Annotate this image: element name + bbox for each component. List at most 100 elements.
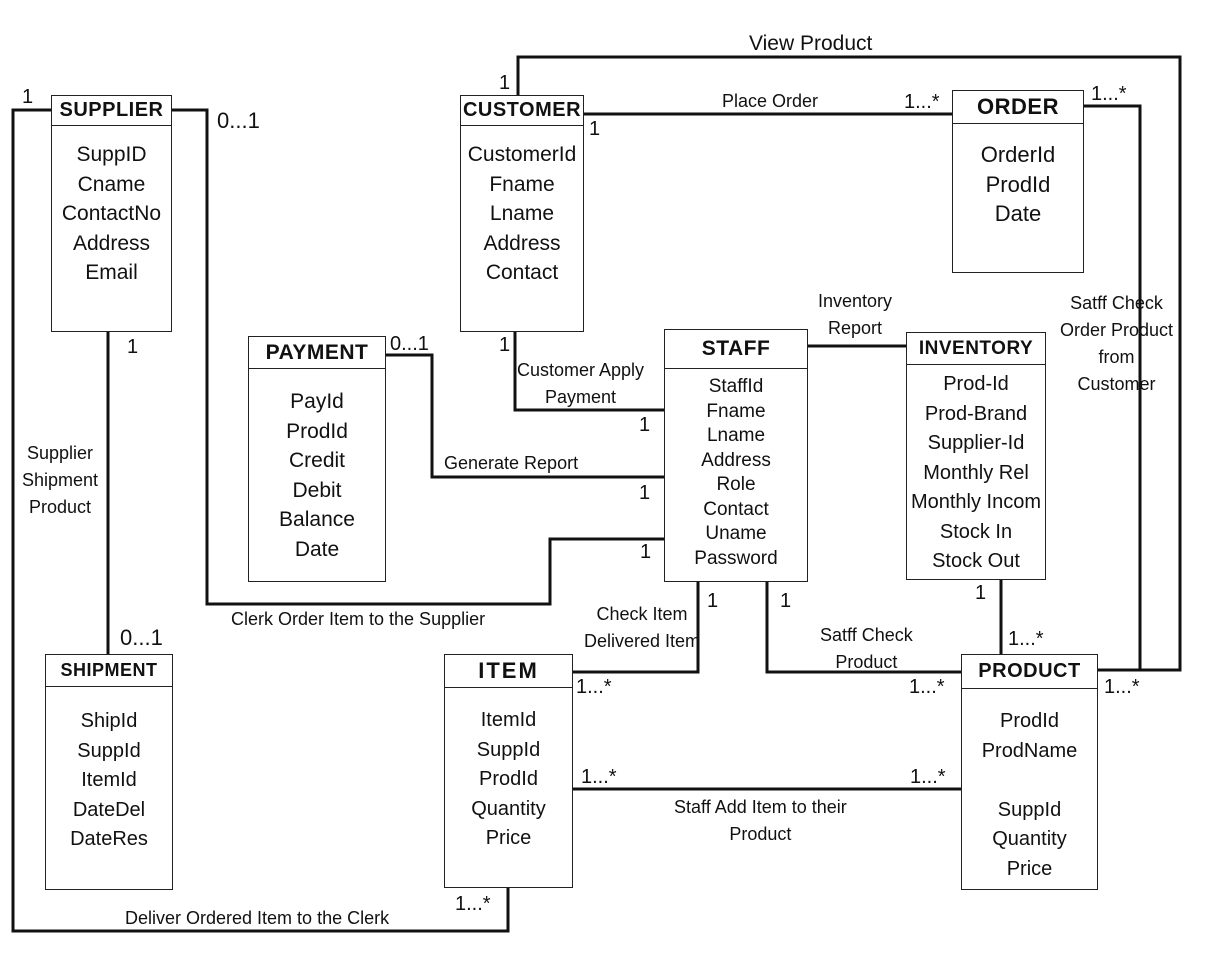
staff-attributes: StaffId Fname Lname Address Role Contact… — [665, 369, 807, 571]
label-line: Product — [835, 652, 898, 672]
multiplicity-label: 1 — [22, 86, 34, 108]
multiplicity-label: 1 — [127, 336, 139, 358]
payment-title: PAYMENT — [249, 337, 385, 369]
item-attr: ProdId — [479, 768, 538, 790]
product-attributes: ProdId ProdName SuppId Quantity Price — [962, 689, 1097, 884]
customer-attr: CustomerId — [467, 143, 577, 166]
multiplicity-label: 1 — [499, 334, 511, 356]
payment-attr: PayId — [290, 390, 344, 413]
shipment-attr: ItemId — [81, 769, 137, 791]
customer-attr: Lname — [489, 202, 555, 225]
shipment-title: SHIPMENT — [46, 655, 172, 687]
item-attr: Quantity — [471, 797, 546, 820]
supplier-entity: SUPPLIER SuppID Cname ContactNo Address … — [51, 95, 172, 332]
staff-check-product-label: Satff Check Product — [820, 622, 913, 676]
check-item-line — [573, 582, 700, 674]
label-line: Inventory — [818, 291, 893, 311]
clerk-order-line — [172, 108, 664, 606]
staff-add-item-label: Staff Add Item to their Product — [674, 794, 847, 848]
inventory-attr: Prod-Brand — [924, 402, 1028, 425]
staff-attr: Contact — [703, 498, 769, 520]
item-attr: SuppId — [476, 738, 541, 761]
customer-title: CUSTOMER — [461, 96, 583, 126]
inventory-attributes: Prod-Id Prod-Brand Supplier-Id Monthly R… — [907, 365, 1045, 577]
multiplicity-label: 1...* — [1104, 676, 1140, 698]
order-attr: Date — [994, 201, 1042, 226]
product-title: PRODUCT — [962, 655, 1097, 689]
shipment-attr: SuppId — [77, 739, 141, 762]
staff-attr: Uname — [705, 523, 767, 544]
item-attributes: ItemId SuppId ProdId Quantity Price — [445, 688, 572, 854]
product-attr: SuppId — [997, 798, 1062, 821]
label-line: Report — [828, 318, 883, 338]
customer-apply-payment-label: Customer Apply Payment — [517, 357, 644, 411]
supplier-shipment-product-label: Supplier Shipment Product — [22, 440, 98, 521]
multiplicity-label: 1 — [707, 590, 719, 612]
check-item-delivered-label: Check Item Delivered Item — [584, 601, 700, 655]
label-line: Satff Check — [820, 625, 913, 645]
customer-entity: CUSTOMER CustomerId Fname Lname Address … — [460, 95, 584, 332]
product-attr: ProdId — [1000, 710, 1059, 732]
payment-attr: Date — [294, 537, 340, 561]
staff-check-order-label: Satff Check Order Product from Customer — [1060, 290, 1173, 398]
multiplicity-label: 1...* — [576, 676, 612, 698]
supplier-attr: ContactNo — [61, 202, 162, 225]
inventory-title: INVENTORY — [907, 333, 1045, 365]
customer-attr: Fname — [489, 172, 555, 196]
label-line: Delivered Item — [584, 631, 701, 651]
multiplicity-label: 1 — [975, 582, 987, 604]
product-attr — [962, 766, 1097, 796]
supplier-attributes: SuppID Cname ContactNo Address Email — [52, 126, 171, 288]
payment-attr: Credit — [288, 449, 346, 472]
item-attr: Price — [485, 827, 532, 849]
staff-check-order-line — [1084, 104, 1142, 670]
staff-attr: Address — [701, 449, 771, 471]
item-title: ITEM — [445, 655, 572, 688]
customer-attributes: CustomerId Fname Lname Address Contact — [461, 126, 583, 288]
shipment-attr: DateRes — [70, 828, 148, 850]
supplier-attr: Cname — [77, 172, 146, 196]
multiplicity-label: 1 — [499, 72, 511, 94]
item-attr: ItemId — [480, 709, 537, 731]
staff-attr: Lname — [706, 425, 766, 446]
staff-entity: STAFF StaffId Fname Lname Address Role C… — [664, 329, 808, 582]
staff-check-product-line — [765, 582, 961, 674]
payment-entity: PAYMENT PayId ProdId Credit Debit Balanc… — [248, 336, 386, 582]
supplier-attr: Address — [72, 231, 151, 255]
deliver-ordered-item-line — [11, 108, 510, 933]
inventory-report-label: Inventory Report — [818, 290, 892, 339]
inventory-attr: Supplier-Id — [927, 432, 1025, 454]
label-line: Customer Apply — [517, 360, 645, 380]
order-title: ORDER — [953, 91, 1083, 124]
item-entity: ITEM ItemId SuppId ProdId Quantity Price — [444, 654, 573, 888]
multiplicity-label: 0...1 — [390, 333, 429, 355]
supplier-attr: Email — [85, 261, 138, 284]
label-line: Product — [729, 824, 792, 844]
multiplicity-label: 1 — [589, 118, 601, 140]
product-attr: Price — [1006, 857, 1053, 880]
payment-attr: Balance — [279, 508, 355, 531]
generate-report-label: Generate Report — [444, 453, 579, 473]
label-line: Product — [29, 497, 92, 517]
multiplicity-label: 1...* — [1091, 83, 1127, 105]
product-entity: PRODUCT ProdId ProdName SuppId Quantity … — [961, 654, 1098, 890]
shipment-attr: DateDel — [72, 798, 146, 821]
order-entity: ORDER OrderId ProdId Date — [952, 90, 1084, 273]
inventory-attr: Monthly Incom — [910, 491, 1042, 513]
label-line: Shipment — [22, 470, 99, 490]
customer-attr: Contact — [485, 261, 559, 284]
shipment-entity: SHIPMENT ShipId SuppId ItemId DateDel Da… — [45, 654, 173, 890]
supplier-attr: SuppID — [76, 143, 147, 166]
product-attr: ProdName — [981, 739, 1078, 762]
view-product-line — [516, 55, 1182, 672]
inventory-attr: Prod-Id — [943, 373, 1009, 395]
staff-attr: Fname — [706, 400, 766, 422]
label-line: Order Product — [1060, 320, 1174, 340]
order-attributes: OrderId ProdId Date — [953, 124, 1083, 229]
payment-attributes: PayId ProdId Credit Debit Balance Date — [249, 369, 385, 564]
shipment-attributes: ShipId SuppId ItemId DateDel DateRes — [46, 687, 172, 855]
label-line: Payment — [545, 387, 617, 407]
multiplicity-label: 1...* — [581, 766, 617, 788]
multiplicity-label: 1 — [640, 541, 652, 563]
